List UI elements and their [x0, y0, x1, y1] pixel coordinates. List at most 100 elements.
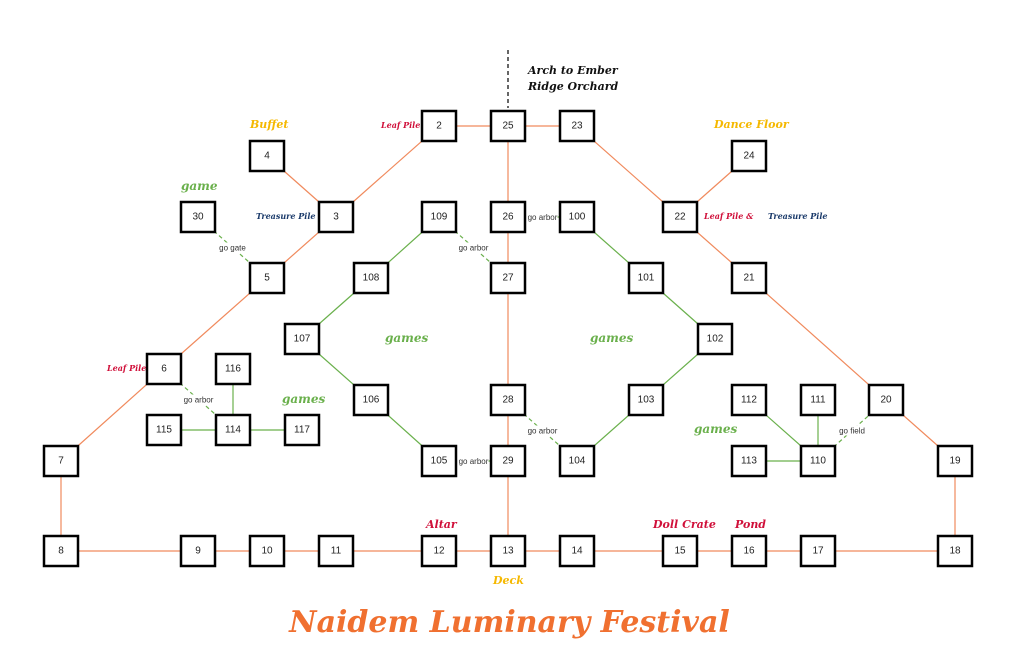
node-box: [145, 413, 183, 447]
node-box: [179, 200, 217, 234]
node-113[interactable]: 113: [730, 444, 768, 478]
node-30[interactable]: 30: [179, 200, 217, 234]
node-14[interactable]: 14: [558, 534, 596, 568]
node-23[interactable]: 23: [558, 109, 596, 143]
node-104[interactable]: 104: [558, 444, 596, 478]
node-17[interactable]: 17: [799, 534, 837, 568]
node-6[interactable]: 6: [145, 352, 183, 386]
node-box: [558, 534, 596, 568]
game-label: game: [181, 179, 218, 193]
node-id: 107: [294, 334, 311, 345]
node-117[interactable]: 117: [283, 413, 321, 447]
node-102[interactable]: 102: [696, 322, 734, 356]
node-box: [352, 261, 390, 295]
node-109[interactable]: 109: [420, 200, 458, 234]
node-8[interactable]: 8: [42, 534, 80, 568]
node-116[interactable]: 116: [214, 352, 252, 386]
node-id: 13: [502, 546, 514, 557]
node-106[interactable]: 106: [352, 383, 390, 417]
node-id: 112: [741, 395, 757, 406]
node-115[interactable]: 115: [145, 413, 183, 447]
leaf-pile-label: Leaf Pile: [107, 363, 147, 373]
node-id: 114: [225, 425, 241, 436]
node-13[interactable]: 13: [489, 534, 527, 568]
node-id: 6: [161, 364, 167, 375]
node-box: [730, 139, 768, 173]
node-id: 26: [502, 212, 514, 223]
node-id: 15: [674, 546, 686, 557]
node-15[interactable]: 15: [661, 534, 699, 568]
arch-label: Arch to Ember Ridge Orchard: [528, 64, 619, 93]
node-4[interactable]: 4: [248, 139, 286, 173]
node-16[interactable]: 16: [730, 534, 768, 568]
node-103[interactable]: 103: [627, 383, 665, 417]
node-29[interactable]: 29: [489, 444, 527, 478]
node-10[interactable]: 10: [248, 534, 286, 568]
node-box: [489, 200, 527, 234]
map-title: Naidem Luminary Festival: [289, 605, 730, 640]
node-box: [420, 109, 458, 143]
node-box: [248, 139, 286, 173]
node-26[interactable]: 26: [489, 200, 527, 234]
node-22[interactable]: 22: [661, 200, 699, 234]
node-id: 115: [156, 425, 172, 436]
node-id: 105: [431, 456, 448, 467]
node-id: 19: [949, 456, 961, 467]
node-box: [214, 352, 252, 386]
link-label-bg: [458, 242, 489, 253]
node-101[interactable]: 101: [627, 261, 665, 295]
node-100[interactable]: 100: [558, 200, 596, 234]
node-24[interactable]: 24: [730, 139, 768, 173]
node-2[interactable]: 2: [420, 109, 458, 143]
deck-label: Deck: [493, 574, 524, 587]
node-27[interactable]: 27: [489, 261, 527, 295]
node-9[interactable]: 9: [179, 534, 217, 568]
node-box: [489, 383, 527, 417]
node-11[interactable]: 11: [317, 534, 355, 568]
node-21[interactable]: 21: [730, 261, 768, 295]
node-19[interactable]: 19: [936, 444, 974, 478]
node-25[interactable]: 25: [489, 109, 527, 143]
node-id: 21: [743, 273, 755, 284]
node-box: [248, 534, 286, 568]
node-box: [317, 200, 355, 234]
node-id: 11: [331, 546, 342, 557]
leaf-pile-label: Leaf Pile: [381, 120, 421, 130]
node-box: [936, 444, 974, 478]
node-box: [489, 109, 527, 143]
node-id: 8: [58, 546, 64, 557]
link-label: go arbor: [184, 396, 214, 405]
node-110[interactable]: 110: [799, 444, 837, 478]
node-105[interactable]: 105: [420, 444, 458, 478]
node-box: [730, 261, 768, 295]
node-112[interactable]: 112: [730, 383, 768, 417]
node-box: [489, 534, 527, 568]
node-3[interactable]: 3: [317, 200, 355, 234]
node-id: 28: [502, 395, 514, 406]
node-box: [799, 534, 837, 568]
node-7[interactable]: 7: [42, 444, 80, 478]
node-28[interactable]: 28: [489, 383, 527, 417]
node-111[interactable]: 111: [799, 383, 837, 417]
node-108[interactable]: 108: [352, 261, 390, 295]
node-box: [799, 444, 837, 478]
leaf-pile-label: Leaf Pile &: [704, 211, 754, 221]
node-18[interactable]: 18: [936, 534, 974, 568]
node-box: [420, 200, 458, 234]
node-box: [489, 261, 527, 295]
node-107[interactable]: 107: [283, 322, 321, 356]
node-12[interactable]: 12: [420, 534, 458, 568]
node-id: 29: [502, 456, 514, 467]
node-id: 110: [810, 456, 826, 467]
node-5[interactable]: 5: [248, 261, 286, 295]
link-label: go arbor: [528, 213, 558, 222]
node-id: 100: [569, 212, 586, 223]
node-id: 18: [949, 546, 961, 557]
node-box: [627, 261, 665, 295]
node-id: 109: [431, 212, 448, 223]
node-20[interactable]: 20: [867, 383, 905, 417]
node-box: [696, 322, 734, 356]
link-label-bg: [217, 242, 248, 253]
node-114[interactable]: 114: [214, 413, 252, 447]
